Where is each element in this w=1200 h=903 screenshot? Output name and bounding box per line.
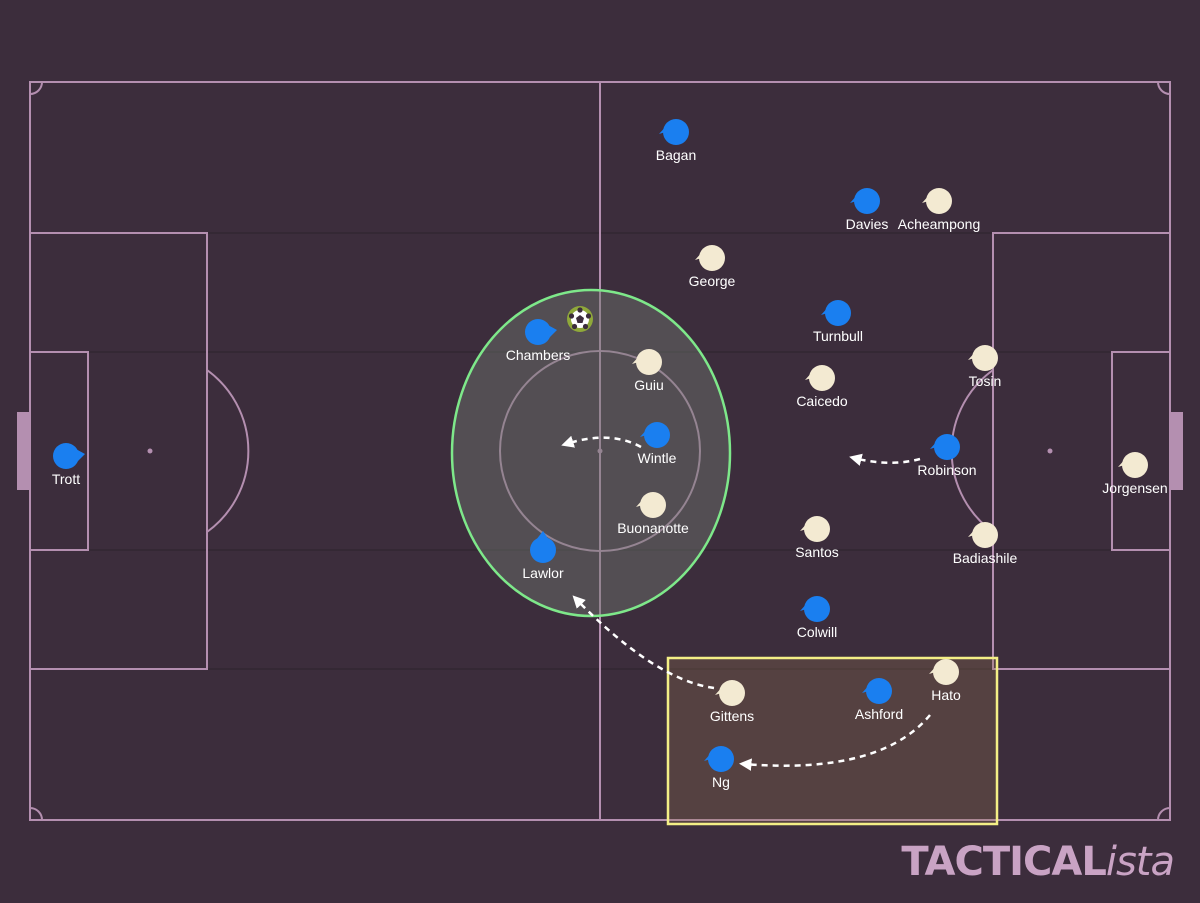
corner-arc-top-right <box>1157 81 1171 95</box>
pitch-markings <box>17 81 1183 821</box>
player-gittens: Gittens <box>710 680 754 724</box>
player-marker-wintle <box>644 422 670 448</box>
ball-patch-1 <box>585 313 592 319</box>
player-label-badiashile: Badiashile <box>953 550 1018 566</box>
tacticalista-logo: TACTICALista <box>901 839 1175 885</box>
player-marker-gittens <box>719 680 745 706</box>
ball-pentagon <box>576 315 584 323</box>
player-george: George <box>689 245 736 289</box>
player-label-george: George <box>689 273 736 289</box>
player-acheampong: Acheampong <box>898 188 981 232</box>
player-tosin: Tosin <box>968 345 1001 389</box>
player-trott: Trott <box>52 443 85 487</box>
movement-arrows <box>561 435 931 771</box>
player-turnbull: Turnbull <box>813 300 863 344</box>
left-penalty-spot <box>147 448 153 454</box>
player-caicedo: Caicedo <box>796 365 848 409</box>
player-wintle: Wintle <box>638 422 677 466</box>
gittens-run-arrow <box>572 595 715 690</box>
logo-italic-text: ista <box>1105 839 1175 885</box>
player-marker-badiashile <box>972 522 998 548</box>
centre-spot <box>597 448 603 454</box>
left-goal <box>17 412 30 490</box>
logo-bold-text: TACTICAL <box>901 839 1106 885</box>
robinson-step-arrow <box>849 453 921 466</box>
player-label-acheampong: Acheampong <box>898 216 981 232</box>
player-marker-guiu <box>636 349 662 375</box>
player-jorgensen: Jorgensen <box>1102 452 1168 496</box>
player-marker-buonanotte <box>640 492 666 518</box>
player-badiashile: Badiashile <box>953 522 1018 566</box>
player-marker-santos <box>804 516 830 542</box>
player-marker-george <box>699 245 725 271</box>
player-label-colwill: Colwill <box>797 624 837 640</box>
player-ashford: Ashford <box>855 678 903 722</box>
player-marker-ng <box>708 746 734 772</box>
football-icon <box>567 306 593 332</box>
ball-patch-0 <box>577 307 583 313</box>
player-label-jorgensen: Jorgensen <box>1102 480 1167 496</box>
player-chambers: Chambers <box>506 319 571 363</box>
ball-patch-3 <box>571 323 578 330</box>
player-label-guiu: Guiu <box>634 377 664 393</box>
player-label-gittens: Gittens <box>710 708 754 724</box>
player-marker-robinson <box>934 434 960 460</box>
player-label-caicedo: Caicedo <box>796 393 848 409</box>
ball-layer <box>567 306 593 332</box>
player-label-chambers: Chambers <box>506 347 571 363</box>
ball-patch-2 <box>582 323 589 330</box>
player-label-buonanotte: Buonanotte <box>617 520 689 536</box>
player-label-davies: Davies <box>846 216 889 232</box>
centre-circle <box>499 350 701 552</box>
player-label-wintle: Wintle <box>638 450 677 466</box>
player-ng: Ng <box>704 746 734 790</box>
player-marker-tosin <box>972 345 998 371</box>
wintle-drop-arrow <box>561 435 642 449</box>
hato-pass-arrow <box>739 714 931 771</box>
player-marker-acheampong <box>926 188 952 214</box>
player-buonanotte: Buonanotte <box>617 492 689 536</box>
player-davies: Davies <box>846 188 889 232</box>
player-marker-jorgensen <box>1122 452 1148 478</box>
player-marker-ashford <box>866 678 892 704</box>
player-marker-caicedo <box>809 365 835 391</box>
corner-arc-bottom-right <box>1157 807 1171 821</box>
player-lawlor: Lawlor <box>522 531 564 581</box>
right-six-yard-box <box>1111 351 1171 551</box>
player-robinson: Robinson <box>917 434 977 478</box>
player-label-santos: Santos <box>795 544 839 560</box>
left-penalty-arc <box>206 369 250 533</box>
right-penalty-area <box>992 232 1171 670</box>
player-marker-chambers <box>525 319 551 345</box>
player-marker-bagan <box>663 119 689 145</box>
player-marker-lawlor <box>530 537 556 563</box>
player-colwill: Colwill <box>797 596 837 640</box>
player-hato: Hato <box>929 659 961 703</box>
player-guiu: Guiu <box>632 349 664 393</box>
player-marker-colwill <box>804 596 830 622</box>
player-label-hato: Hato <box>931 687 961 703</box>
pressing-circle-zone <box>450 288 732 618</box>
corner-arc-bottom-left <box>29 807 43 821</box>
player-label-bagan: Bagan <box>656 147 696 163</box>
right-goal <box>1170 412 1183 490</box>
player-marker-hato <box>933 659 959 685</box>
player-label-turnbull: Turnbull <box>813 328 863 344</box>
player-marker-trott <box>53 443 79 469</box>
player-bagan: Bagan <box>656 119 696 163</box>
player-santos: Santos <box>795 516 839 560</box>
player-label-tosin: Tosin <box>969 373 1002 389</box>
player-marker-davies <box>854 188 880 214</box>
right-penalty-spot <box>1047 448 1053 454</box>
player-label-trott: Trott <box>52 471 80 487</box>
player-marker-turnbull <box>825 300 851 326</box>
player-label-robinson: Robinson <box>917 462 976 478</box>
ball-patch-4 <box>568 313 575 319</box>
corner-arc-top-left <box>29 81 43 95</box>
player-label-lawlor: Lawlor <box>522 565 564 581</box>
player-label-ashford: Ashford <box>855 706 903 722</box>
player-label-ng: Ng <box>712 774 730 790</box>
